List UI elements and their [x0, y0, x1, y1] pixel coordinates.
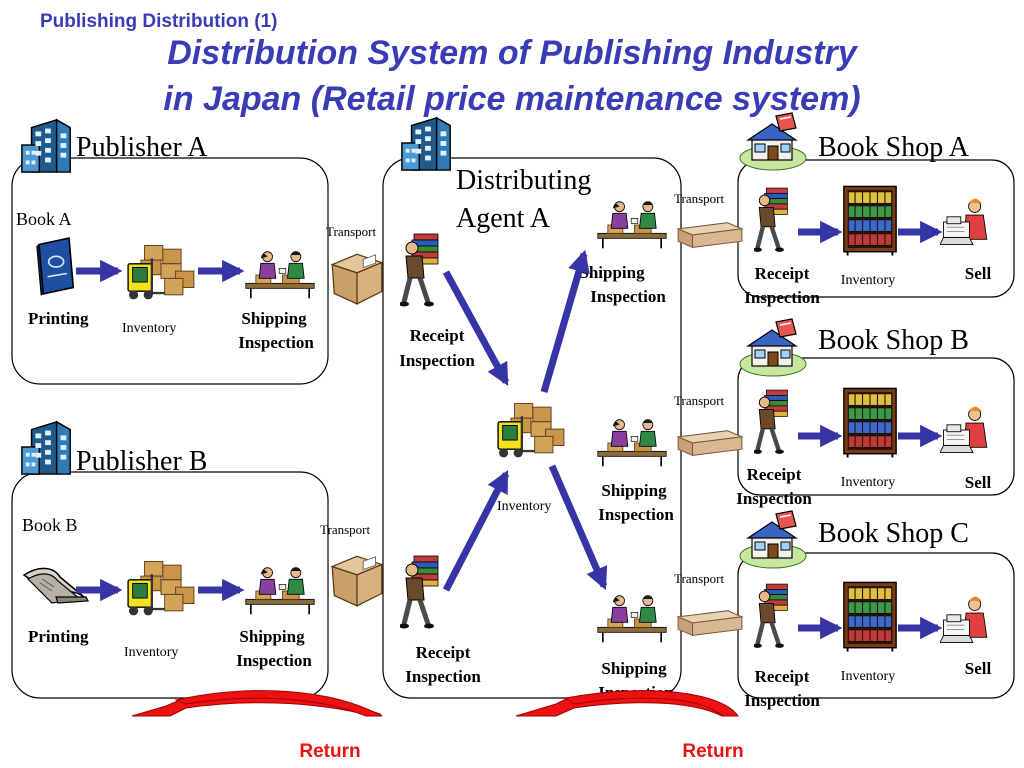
transport-label: Transport: [326, 224, 376, 239]
book-b-label: Book B: [22, 515, 78, 535]
inspection-label: Inspection: [238, 333, 314, 352]
book-shop-icon: [739, 112, 807, 171]
porter-carrying-books-icon: [753, 584, 787, 648]
page-title-line1: Distribution System of Publishing Indust…: [167, 34, 859, 72]
receipt-label: Receipt: [755, 264, 810, 283]
publisher-b-box: [11, 471, 329, 699]
page-title-line2: in Japan (Retail price maintenance syste…: [163, 80, 860, 118]
inspection-label: Inspection: [744, 691, 820, 710]
return-arrow-right-body: [564, 690, 739, 717]
book-shop-icon: [739, 318, 807, 377]
return-label-right: Return: [682, 741, 743, 762]
book-shop-c-title: Book Shop C: [818, 518, 969, 549]
shipping-label: Shipping: [601, 659, 667, 678]
inventory-label: Inventory: [841, 475, 895, 490]
arrow-inventory-to-shipping-1: [540, 249, 590, 393]
book-shop-icon: [739, 510, 807, 569]
inspection-label: Inspection: [744, 288, 820, 307]
inspection-label: Inspection: [598, 505, 674, 524]
packing-workers-icon: [244, 566, 316, 616]
inspection-label: Inspection: [736, 489, 812, 508]
receipt-label: Receipt: [747, 465, 802, 484]
open-book-icon: [23, 567, 89, 604]
inventory-label: Inventory: [122, 321, 176, 336]
cashier-icon: [940, 596, 988, 643]
return-label-left: Return: [299, 741, 360, 762]
porter-carrying-books-icon: [399, 234, 438, 307]
publisher-a-title: Publisher A: [76, 132, 208, 163]
porter-carrying-books-icon: [753, 188, 787, 252]
inventory-label: Inventory: [497, 499, 551, 514]
distributing-agent-box: [382, 157, 682, 699]
arrow-receipt-top-to-inventory: [442, 270, 510, 386]
inventory-label: Inventory: [124, 645, 178, 660]
inspection-label: Inspection: [405, 667, 481, 686]
packing-workers-icon: [596, 594, 668, 644]
cashier-icon: [940, 198, 988, 245]
office-building-icon: [21, 421, 71, 475]
return-arrow-left-body: [174, 690, 383, 717]
cardboard-parcel-icon: [331, 555, 383, 607]
printing-label: Printing: [28, 627, 89, 646]
sell-label: Sell: [965, 473, 992, 492]
shipping-label: Shipping: [239, 627, 305, 646]
sell-label: Sell: [965, 659, 992, 678]
flat-parcel-icon: [677, 610, 743, 636]
shipping-label: Shipping: [241, 309, 307, 328]
shipping-label: Shipping: [579, 263, 645, 282]
porter-carrying-books-icon: [399, 556, 438, 629]
printing-label: Printing: [28, 309, 89, 328]
inspection-label: Inspection: [399, 351, 475, 370]
book-shop-b-box: [737, 357, 1015, 496]
agent-title-line2: Agent A: [456, 203, 551, 234]
inventory-label: Inventory: [841, 273, 895, 288]
section-label: Publishing Distribution (1): [40, 11, 277, 32]
receipt-label: Receipt: [755, 667, 810, 686]
boxes-forklift-icon: [496, 402, 566, 459]
arrow-receipt-bottom-to-inventory: [442, 470, 510, 592]
book-shop-b-title: Book Shop B: [818, 325, 969, 356]
inspection-label: Inspection: [590, 287, 666, 306]
agent-title-line1: Distributing: [456, 165, 591, 196]
bookshelf-icon: [842, 387, 898, 458]
packing-workers-icon: [596, 418, 668, 468]
inspection-label: Inspection: [236, 651, 312, 670]
flat-parcel-icon: [677, 430, 743, 456]
transport-label: Transport: [320, 522, 370, 537]
arrow-inventory-to-shipping-3: [548, 464, 608, 591]
bookshelf-icon: [842, 581, 898, 652]
cashier-icon: [940, 406, 988, 453]
transport-label: Transport: [674, 393, 724, 408]
porter-carrying-books-icon: [753, 390, 787, 454]
office-building-icon: [401, 117, 451, 171]
flat-parcel-icon: [677, 222, 743, 248]
publisher-a-box: [11, 157, 329, 385]
boxes-forklift-icon: [126, 244, 196, 301]
sell-label: Sell: [965, 264, 992, 283]
transport-label: Transport: [674, 571, 724, 586]
book-icon: [36, 237, 75, 296]
cardboard-parcel-icon: [331, 253, 383, 305]
transport-label: Transport: [674, 191, 724, 206]
shipping-label: Shipping: [601, 481, 667, 500]
boxes-forklift-icon: [126, 560, 196, 617]
bookshelf-icon: [842, 185, 898, 256]
publisher-b-title: Publisher B: [76, 446, 207, 477]
inventory-label: Inventory: [841, 669, 895, 684]
receipt-label: Receipt: [416, 643, 471, 662]
book-a-label: Book A: [16, 209, 72, 229]
receipt-label: Receipt: [410, 326, 465, 345]
packing-workers-icon: [244, 250, 316, 300]
office-building-icon: [21, 119, 71, 173]
book-shop-a-title: Book Shop A: [818, 132, 970, 163]
packing-workers-icon: [596, 200, 668, 250]
